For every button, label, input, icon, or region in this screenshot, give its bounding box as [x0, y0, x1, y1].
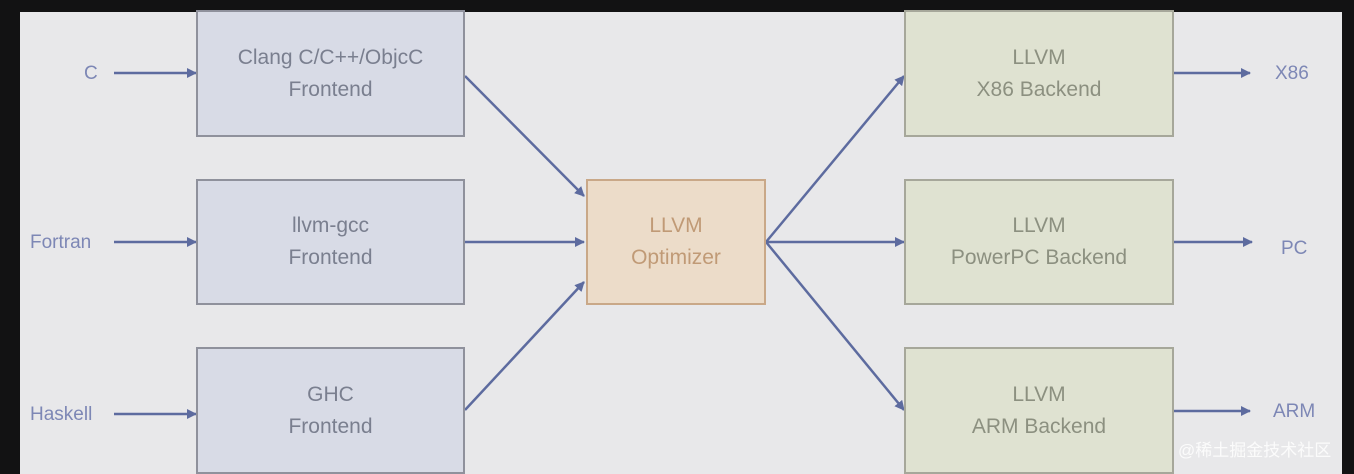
output-label-x86: X86 [1275, 63, 1309, 84]
frontend-clang: Clang C/C++/ObjcC Frontend [196, 10, 465, 137]
backend-powerpc-role: PowerPC Backend [950, 246, 1128, 269]
optimizer-role: Optimizer [631, 246, 721, 269]
frontend-llvm-gcc-name: llvm-gcc [292, 214, 369, 237]
backend-x86-name: LLVM [1012, 45, 1066, 69]
backend-x86: LLVM X86 Backend [904, 10, 1174, 137]
backend-x86-role: X86 Backend [976, 77, 1102, 101]
output-label-pc: PC [1281, 238, 1308, 259]
backend-arm-name: LLVM [1012, 382, 1066, 406]
output-label-arm: ARM [1273, 401, 1316, 422]
input-label-c: C [84, 63, 98, 84]
arrow-ghc-to-optimizer [464, 281, 585, 411]
frontend-llvm-gcc: llvm-gcc Frontend [196, 179, 465, 305]
backend-arm-role: ARM Backend [971, 414, 1107, 438]
input-label-fortran: Fortran [30, 232, 92, 253]
frontend-llvm-gcc-role: Frontend [288, 246, 373, 269]
optimizer-name: LLVM [649, 214, 703, 237]
frontend-ghc: GHC Frontend [196, 347, 465, 474]
frontend-ghc-role: Frontend [288, 414, 373, 438]
backend-powerpc-name: LLVM [1012, 214, 1066, 237]
frontend-ghc-name: GHC [307, 382, 354, 406]
arrow-optimizer-to-x86 [765, 75, 905, 243]
frontend-clang-role: Frontend [288, 77, 373, 101]
input-label-haskell: Haskell [30, 404, 93, 425]
arrow-optimizer-to-arm [765, 241, 905, 411]
frontend-clang-name: Clang C/C++/ObjcC [237, 45, 424, 69]
backend-arm: LLVM ARM Backend [904, 347, 1174, 474]
backend-powerpc: LLVM PowerPC Backend [904, 179, 1174, 305]
llvm-optimizer: LLVM Optimizer [586, 179, 766, 305]
watermark-text: @稀土掘金技术社区 [1178, 441, 1332, 460]
arrow-clang-to-optimizer [464, 75, 585, 197]
